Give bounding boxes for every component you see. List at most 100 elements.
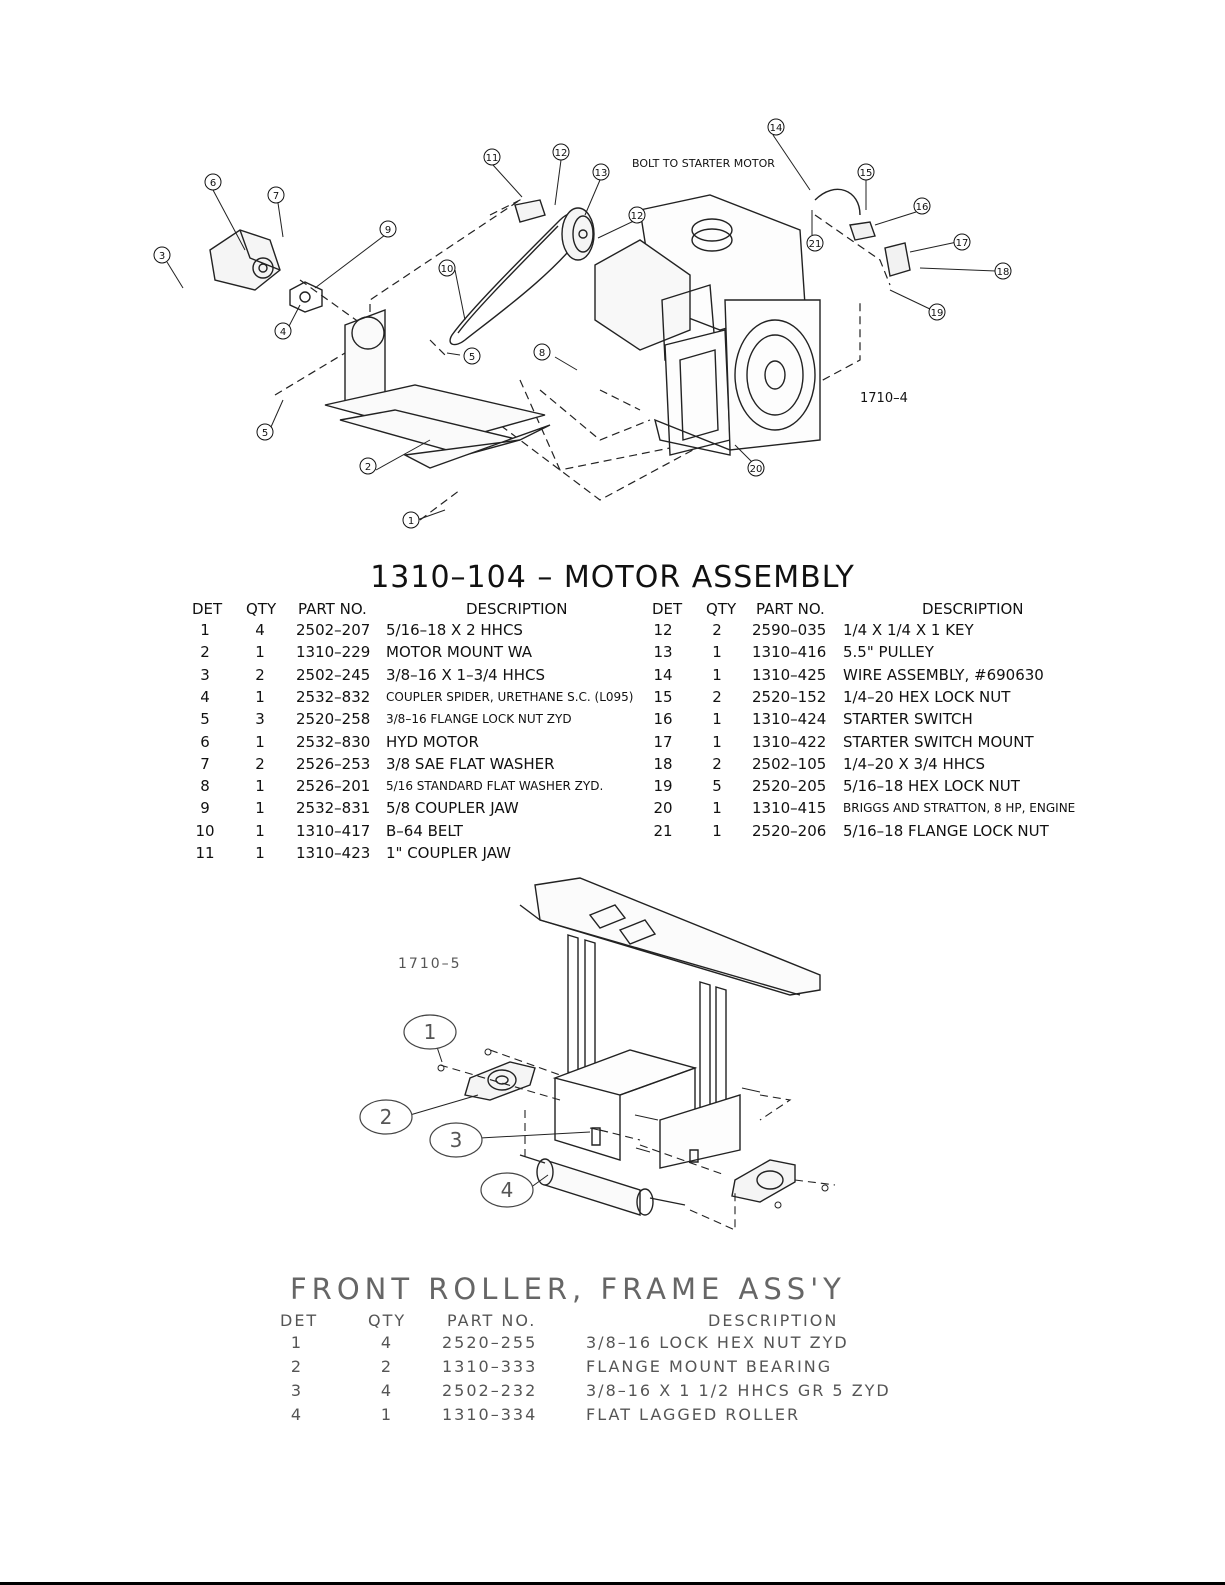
motor-part-row-det: 18: [653, 754, 673, 773]
motor-part-row-desc: B–64 BELT: [386, 821, 463, 840]
svg-text:4: 4: [501, 1178, 514, 1202]
svg-text:11: 11: [486, 153, 499, 164]
callout-5a: 5: [463, 347, 481, 365]
svg-text:12: 12: [631, 211, 644, 222]
callout-10: 10: [438, 259, 456, 277]
callout-19: 19: [928, 303, 946, 321]
svg-text:19: 19: [931, 308, 944, 319]
roller-part-row-qty: 4: [380, 1333, 394, 1352]
motor-part-row-qty: 1: [712, 821, 722, 840]
svg-text:18: 18: [997, 267, 1010, 278]
motor-part-row-qty: 2: [712, 621, 722, 639]
motor-part-row-qty: 1: [255, 732, 265, 751]
motor-part-row-part: 2532–832: [296, 687, 371, 706]
motor-part-row-det: 19: [653, 777, 673, 796]
motor-part-row-part: 2526–253: [296, 754, 371, 773]
callout-starter-text: BOLT TO STARTER MOTOR: [632, 157, 775, 170]
motor-part-row-desc: 1/4–20 HEX LOCK NUT: [843, 687, 1011, 706]
motor-part-row-det: 20: [653, 799, 673, 818]
motor-part-row-part: 2532–830: [296, 732, 371, 751]
front-roller-drawing: 1 2 3 4 1710–5: [359, 877, 836, 1231]
motor-part-row-part: 2520–205: [752, 777, 827, 796]
roller-callout-3: 3: [429, 1122, 483, 1158]
motor-part-row-qty: 1: [712, 643, 722, 662]
roller-part-row-part: 2520–255: [442, 1333, 538, 1352]
hdr2-det: DET: [280, 1311, 319, 1330]
motor-part-row-qty: 1: [255, 687, 265, 706]
svg-text:3: 3: [159, 251, 165, 262]
motor-part-row-det: 4: [200, 687, 210, 706]
svg-text:7: 7: [273, 191, 279, 202]
callout-6: 6: [204, 173, 222, 191]
callout-13: 13: [592, 163, 610, 181]
callout-4: 4: [274, 322, 292, 340]
svg-text:1: 1: [408, 516, 414, 527]
motor-assembly-drawing: 1 2 3 4 5 5 6 7 8 9 10 11 12 12 13 14 15…: [153, 118, 1012, 529]
motor-part-row-desc: 5/8 COUPLER JAW: [386, 799, 519, 818]
callout-12a: 12: [552, 143, 570, 161]
motor-part-row-det: 6: [200, 732, 210, 751]
motor-part-row-qty: 1: [255, 643, 265, 662]
motor-part-row-desc: STARTER SWITCH MOUNT: [843, 732, 1034, 751]
motor-part-row-det: 13: [653, 643, 673, 662]
motor-part-row-det: 1: [200, 621, 210, 639]
hdr2-desc: DESCRIPTION: [708, 1311, 839, 1330]
svg-text:5: 5: [469, 352, 475, 363]
callout-17: 17: [953, 233, 971, 251]
roller-part-row-desc: 3/8–16 LOCK HEX NUT ZYD: [586, 1333, 849, 1352]
motor-part-row-qty: 1: [255, 821, 265, 840]
roller-part-row-qty: 2: [380, 1357, 394, 1376]
roller-part-row-part: 2502–232: [442, 1381, 538, 1400]
motor-part-row-qty: 1: [255, 844, 265, 862]
motor-part-row-det: 7: [200, 754, 210, 773]
roller-part-row-qty: 1: [380, 1405, 394, 1424]
motor-part-row-desc: STARTER SWITCH: [843, 710, 973, 729]
roller-part-row-qty: 4: [380, 1381, 394, 1400]
roller-part-row-desc: FLAT LAGGED ROLLER: [586, 1405, 801, 1424]
svg-text:1: 1: [424, 1020, 437, 1044]
motor-part-row-desc: 5/16–18 FLANGE LOCK NUT: [843, 821, 1049, 840]
hdr-qty-right: QTY: [706, 600, 737, 618]
hdr-det-right: DET: [652, 600, 683, 618]
svg-text:20: 20: [750, 464, 763, 475]
svg-text:16: 16: [916, 202, 929, 213]
roller-part-row-desc: 3/8–16 X 1 1/2 HHCS GR 5 ZYD: [586, 1381, 891, 1400]
motor-part-row-part: 1310–422: [752, 732, 827, 751]
motor-part-row-det: 10: [195, 821, 215, 840]
svg-text:9: 9: [385, 225, 391, 236]
front-roller-title: FRONT ROLLER, FRAME ASS'Y: [290, 1272, 846, 1306]
motor-part-row-qty: 3: [255, 710, 265, 729]
motor-part-row-desc: 5/16 STANDARD FLAT WASHER ZYD.: [386, 779, 604, 794]
motor-part-row-desc: 3/8–16 X 1–3/4 HHCS: [386, 665, 546, 684]
svg-text:12: 12: [555, 148, 568, 159]
motor-part-row-desc: 5.5" PULLEY: [843, 643, 934, 662]
svg-text:2: 2: [380, 1105, 393, 1129]
callout-8: 8: [533, 343, 551, 361]
bottom-border: [0, 1582, 1225, 1585]
hdr2-part: PART NO.: [447, 1311, 537, 1330]
svg-text:13: 13: [595, 168, 608, 179]
svg-text:2: 2: [365, 462, 371, 473]
motor-part-row-qty: 1: [712, 799, 722, 818]
svg-text:3: 3: [450, 1128, 463, 1152]
hdr-qty-left: QTY: [246, 600, 277, 618]
motor-part-row-det: 11: [195, 844, 215, 862]
motor-part-row-part: 1310–425: [752, 665, 827, 684]
hdr-desc-right: DESCRIPTION: [922, 600, 1024, 618]
motor-part-row-desc: HYD MOTOR: [386, 732, 479, 751]
motor-part-row-part: 1310–415: [752, 799, 827, 818]
figure-id-1710-5: 1710–5: [398, 956, 462, 972]
motor-part-row-qty: 1: [712, 665, 722, 684]
callout-20: 20: [747, 459, 765, 477]
roller-part-row-desc: FLANGE MOUNT BEARING: [586, 1357, 833, 1376]
callout-12b: 12: [628, 206, 646, 224]
motor-part-row-det: 21: [653, 821, 673, 840]
motor-part-row-desc: 3/8 SAE FLAT WASHER: [386, 754, 555, 773]
motor-part-row-part: 1310–417: [296, 821, 371, 840]
svg-text:14: 14: [770, 123, 783, 134]
motor-assembly-title: 1310–104 – MOTOR ASSEMBLY: [370, 560, 855, 595]
motor-part-row-part: 2520–206: [752, 821, 827, 840]
motor-part-row-qty: 5: [712, 777, 722, 796]
motor-part-row-qty: 4: [255, 621, 265, 639]
motor-part-row-desc: 1/4–20 X 3/4 HHCS: [843, 754, 986, 773]
